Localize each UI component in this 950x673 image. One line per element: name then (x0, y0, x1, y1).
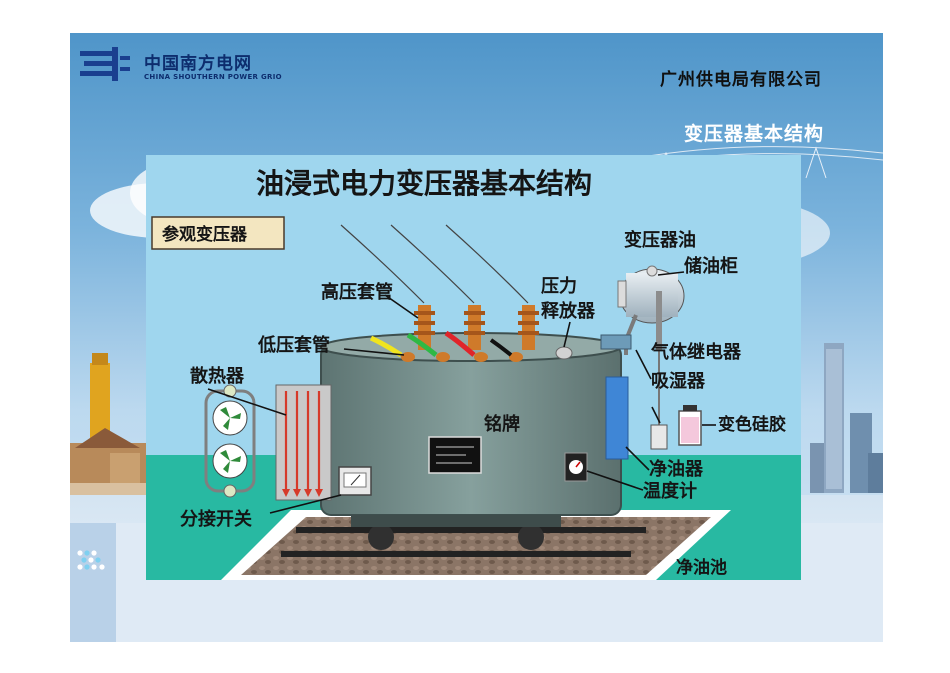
label-hv-bushing: 高压套管 (321, 281, 393, 303)
footer-side-strip (70, 523, 116, 642)
tap-switch (338, 466, 372, 496)
diagram-title: 油浸式电力变压器基本结构 (256, 167, 592, 200)
visit-badge-label: 参观变压器 (162, 224, 248, 245)
oil-purifier (605, 376, 629, 460)
company-name-en: CHINA SHOUTHERN POWER GRIO (144, 73, 282, 81)
visit-transformer-badge[interactable]: 参观变压器 (151, 216, 285, 250)
slide-title: 变压器基本结构 (684, 123, 825, 145)
label-oil-pit: 净油池 (676, 557, 727, 578)
label-gas-relay: 气体继电器 (650, 341, 742, 363)
label-conservator-2: 储油柜 (683, 255, 738, 277)
cooling-fans (204, 384, 256, 498)
company-name-cn: 中国南方电网 (144, 54, 252, 74)
label-tap-switch: 分接开关 (180, 508, 252, 530)
bureau-name: 广州供电局有限公司 (660, 70, 822, 90)
label-nameplate: 铭牌 (484, 413, 520, 435)
label-breather: 吸湿器 (651, 371, 706, 392)
transformer-diagram: 油浸式电力变压器基本结构 参观变压器 (146, 155, 801, 580)
label-lv-bushing: 低压套管 (257, 334, 330, 356)
city-skyline-left (70, 353, 150, 503)
label-conservator-1: 变压器油 (624, 229, 696, 251)
overhead-wires (340, 224, 529, 304)
city-skyline-right (810, 343, 883, 493)
label-pressure-relief-1: 压力 (541, 276, 577, 297)
nameplate (428, 436, 482, 474)
label-leader-lines (207, 271, 716, 514)
csg-logo-icon (80, 47, 130, 81)
dots-decoration-icon (77, 550, 105, 570)
label-radiator: 散热器 (190, 365, 245, 387)
gas-relay (600, 334, 632, 350)
bushings (369, 305, 573, 362)
label-oil-purifier: 净油器 (649, 458, 704, 480)
silica-gel (678, 405, 702, 446)
radiator (275, 384, 332, 501)
label-thermometer: 温度计 (643, 480, 697, 502)
breather (650, 350, 668, 450)
label-silica-gel: 变色硅胶 (718, 414, 786, 435)
label-pressure-relief-2: 释放器 (541, 300, 596, 322)
oil-pit (221, 510, 731, 580)
thermometer (564, 452, 588, 482)
